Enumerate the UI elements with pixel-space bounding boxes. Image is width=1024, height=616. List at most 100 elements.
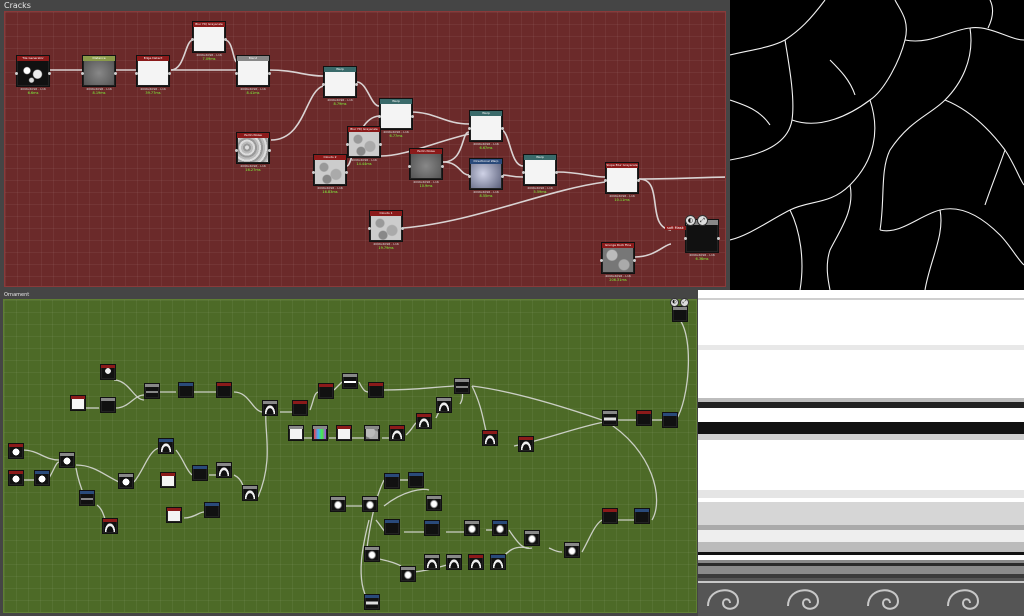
ornament-node[interactable] xyxy=(518,436,534,452)
ornament-node[interactable] xyxy=(70,395,86,411)
ornament-node[interactable] xyxy=(8,470,24,486)
ornament-node[interactable] xyxy=(672,306,688,322)
cracks-graph-panel[interactable]: Cracks xyxy=(0,0,730,290)
ornament-node[interactable] xyxy=(336,425,352,441)
output-port[interactable] xyxy=(411,115,414,118)
input-port[interactable] xyxy=(684,237,687,240)
input-port[interactable] xyxy=(81,72,84,75)
ornament-node[interactable] xyxy=(384,473,400,489)
input-port[interactable] xyxy=(235,149,238,152)
input-port[interactable] xyxy=(135,72,138,75)
output-port[interactable] xyxy=(268,149,271,152)
ornament-node[interactable] xyxy=(416,413,432,429)
output-port[interactable] xyxy=(379,143,382,146)
expand-icon[interactable]: ⤢ xyxy=(680,298,689,307)
ornament-node[interactable] xyxy=(160,472,176,488)
cracks-preview-viewport[interactable] xyxy=(730,0,1024,290)
ornament-node[interactable] xyxy=(446,554,462,570)
ornament-node[interactable] xyxy=(192,465,208,481)
ornament-node[interactable] xyxy=(368,382,384,398)
output-port[interactable] xyxy=(633,259,636,262)
output-port[interactable] xyxy=(441,165,444,168)
preview-toggle-icon[interactable]: ◐ xyxy=(670,298,679,307)
ornament-node[interactable] xyxy=(158,438,174,454)
ornament-node[interactable] xyxy=(426,495,442,511)
ornament-node[interactable] xyxy=(34,470,50,486)
ornament-node[interactable] xyxy=(662,412,678,428)
output-port[interactable] xyxy=(355,83,358,86)
ornament-node[interactable] xyxy=(8,443,24,459)
input-port[interactable] xyxy=(522,171,525,174)
input-port[interactable] xyxy=(604,179,607,182)
input-port[interactable] xyxy=(312,171,315,174)
ornament-node[interactable] xyxy=(330,496,346,512)
ornament-node[interactable] xyxy=(166,507,182,523)
ornament-node[interactable] xyxy=(482,430,498,446)
input-port[interactable] xyxy=(468,127,471,130)
ornament-node[interactable] xyxy=(216,382,232,398)
ornament-node[interactable] xyxy=(464,520,480,536)
ornament-node[interactable] xyxy=(384,519,400,535)
ornament-node[interactable] xyxy=(636,410,652,426)
input-port[interactable] xyxy=(235,72,238,75)
ornament-node[interactable] xyxy=(292,400,308,416)
output-port[interactable] xyxy=(555,171,558,174)
ornament-node[interactable] xyxy=(178,382,194,398)
ornament-node[interactable] xyxy=(389,425,405,441)
ornament-node[interactable] xyxy=(312,425,328,441)
ornament-node[interactable] xyxy=(454,378,470,394)
ornament-node[interactable] xyxy=(634,508,650,524)
ornament-node[interactable] xyxy=(100,364,116,380)
input-port[interactable] xyxy=(191,38,194,41)
ornament-node[interactable] xyxy=(144,383,160,399)
output-port[interactable] xyxy=(114,72,117,75)
output-port[interactable] xyxy=(637,179,640,182)
output-port[interactable] xyxy=(224,38,227,41)
ornament-node[interactable] xyxy=(59,452,75,468)
input-port[interactable] xyxy=(322,83,325,86)
output-port[interactable] xyxy=(401,227,404,230)
ornament-node[interactable] xyxy=(100,397,116,413)
input-port[interactable] xyxy=(346,143,349,146)
input-port[interactable] xyxy=(378,115,381,118)
ornament-node[interactable] xyxy=(424,554,440,570)
output-port[interactable] xyxy=(268,72,271,75)
ornament-node[interactable] xyxy=(362,496,378,512)
ornament-node[interactable] xyxy=(204,502,220,518)
ornament-node[interactable] xyxy=(424,520,440,536)
output-port[interactable] xyxy=(717,237,720,240)
ornament-node[interactable] xyxy=(602,410,618,426)
output-port[interactable] xyxy=(501,127,504,130)
ornament-node[interactable] xyxy=(242,485,258,501)
output-port[interactable] xyxy=(345,171,348,174)
input-port[interactable] xyxy=(368,227,371,230)
ornament-node[interactable] xyxy=(602,508,618,524)
ornament-node[interactable] xyxy=(364,425,380,441)
input-port[interactable] xyxy=(600,259,603,262)
ornament-node[interactable] xyxy=(118,473,134,489)
ornament-node[interactable] xyxy=(364,594,380,610)
ornament-node[interactable] xyxy=(436,397,452,413)
ornament-frame[interactable]: ◐⤢ xyxy=(3,298,697,613)
output-port[interactable] xyxy=(168,72,171,75)
ornament-node[interactable] xyxy=(364,546,380,562)
output-port[interactable] xyxy=(501,175,504,178)
ornament-graph-panel[interactable]: Ornament xyxy=(0,290,698,616)
ornament-node[interactable] xyxy=(408,472,424,488)
